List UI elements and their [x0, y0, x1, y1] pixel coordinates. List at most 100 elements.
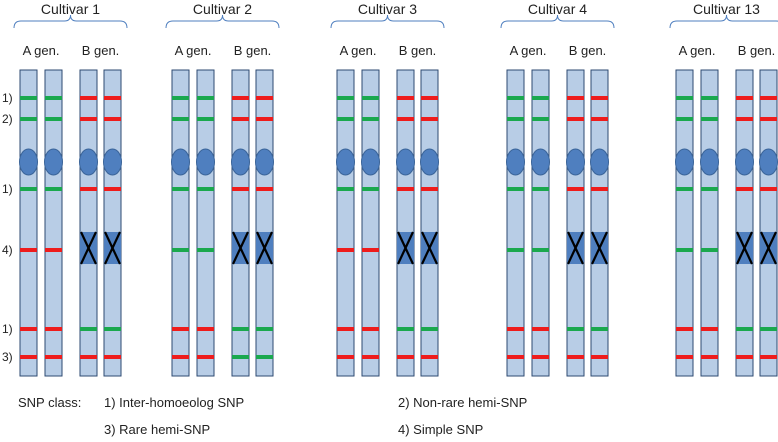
snp-marker-red — [337, 355, 354, 359]
snp-marker-red — [362, 248, 379, 252]
a-genome-label: A gen. — [679, 43, 716, 58]
cultivar-bracket — [165, 14, 280, 29]
snp-marker-red — [567, 355, 584, 359]
chromosome — [531, 69, 550, 377]
snp-marker-red — [80, 96, 97, 100]
snp-marker-red — [421, 187, 438, 191]
snp-marker-red — [507, 355, 524, 359]
legend-item-non-rare-hemi: 2) Non-rare hemi-SNP — [398, 395, 528, 410]
chromosome — [675, 69, 694, 377]
cultivar-bracket — [330, 14, 445, 29]
snp-marker-red — [256, 117, 273, 121]
snp-marker-red — [337, 248, 354, 252]
snp-marker-green — [362, 187, 379, 191]
snp-marker-green — [591, 327, 608, 331]
snp-marker-green — [760, 327, 777, 331]
legend-item-inter-homoeolog: 1) Inter-homoeolog SNP — [104, 395, 245, 410]
snp-marker-green — [197, 187, 214, 191]
snp-marker-green — [337, 117, 354, 121]
legend-item-rare-hemi: 3) Rare hemi-SNP — [104, 422, 211, 437]
cultivar-label: Cultivar 13 — [693, 1, 760, 17]
chromosome — [700, 69, 719, 377]
a-genome-label: A gen. — [510, 43, 547, 58]
centromere — [103, 148, 122, 176]
snp-marker-red — [256, 96, 273, 100]
snp-marker-red — [591, 187, 608, 191]
snp-marker-red — [567, 96, 584, 100]
cultivar-bracket — [13, 14, 128, 29]
snp-marker-red — [20, 327, 37, 331]
cultivar-label: Cultivar 2 — [193, 1, 252, 17]
snp-marker-green — [507, 117, 524, 121]
snp-marker-red — [760, 355, 777, 359]
snp-marker-green — [232, 327, 249, 331]
snp-marker-green — [172, 248, 189, 252]
snp-marker-red — [397, 117, 414, 121]
legend-title: SNP class: — [18, 395, 82, 410]
snp-marker-green — [676, 117, 693, 121]
snp-marker-red — [172, 355, 189, 359]
deletion-cross — [397, 231, 414, 265]
snp-marker-red — [104, 355, 121, 359]
snp-marker-green — [532, 117, 549, 121]
snp-marker-green — [197, 248, 214, 252]
snp-marker-red — [337, 327, 354, 331]
chromosome — [735, 69, 754, 377]
cultivar-label: Cultivar 4 — [528, 1, 587, 17]
snp-marker-red — [676, 327, 693, 331]
snp-marker-red — [104, 117, 121, 121]
b-genome-label: B gen. — [82, 43, 120, 58]
centromere — [566, 148, 585, 176]
cultivar-bracket — [500, 14, 615, 29]
centromere — [590, 148, 609, 176]
snp-marker-red — [421, 355, 438, 359]
snp-marker-red — [736, 187, 753, 191]
snp-marker-red — [197, 355, 214, 359]
chromosome — [590, 69, 609, 377]
snp-marker-red — [736, 96, 753, 100]
cultivar-label: Cultivar 3 — [358, 1, 417, 17]
snp-marker-green — [701, 187, 718, 191]
a-genome-label: A gen. — [175, 43, 212, 58]
deletion-cross — [736, 231, 753, 265]
snp-marker-red — [20, 355, 37, 359]
snp-marker-green — [362, 117, 379, 121]
b-genome-label: B gen. — [234, 43, 272, 58]
chromosome — [759, 69, 778, 377]
snp-marker-red — [591, 117, 608, 121]
snp-marker-green — [736, 327, 753, 331]
snp-marker-red — [591, 96, 608, 100]
deletion-cross — [760, 231, 777, 265]
centromere — [79, 148, 98, 176]
centromere — [506, 148, 525, 176]
snp-marker-green — [172, 187, 189, 191]
snp-marker-red — [567, 187, 584, 191]
centromere — [231, 148, 250, 176]
b-genome-label: B gen. — [569, 43, 607, 58]
snp-marker-red — [507, 327, 524, 331]
chromosome — [506, 69, 525, 377]
snp-marker-red — [397, 96, 414, 100]
snp-marker-green — [507, 248, 524, 252]
snp-marker-green — [701, 96, 718, 100]
row-label: 1) — [2, 91, 13, 105]
deletion-cross — [567, 231, 584, 265]
snp-marker-red — [397, 187, 414, 191]
snp-marker-green — [232, 355, 249, 359]
snp-marker-red — [567, 117, 584, 121]
snp-marker-red — [45, 327, 62, 331]
centromere — [255, 148, 274, 176]
chromosome — [79, 69, 98, 377]
snp-marker-red — [532, 355, 549, 359]
chromosome — [361, 69, 380, 377]
snp-marker-green — [532, 187, 549, 191]
snp-marker-red — [760, 117, 777, 121]
centromere — [171, 148, 190, 176]
chromosome — [44, 69, 63, 377]
snp-marker-red — [532, 327, 549, 331]
snp-marker-green — [197, 117, 214, 121]
snp-marker-green — [676, 248, 693, 252]
snp-marker-red — [104, 187, 121, 191]
snp-marker-green — [532, 96, 549, 100]
